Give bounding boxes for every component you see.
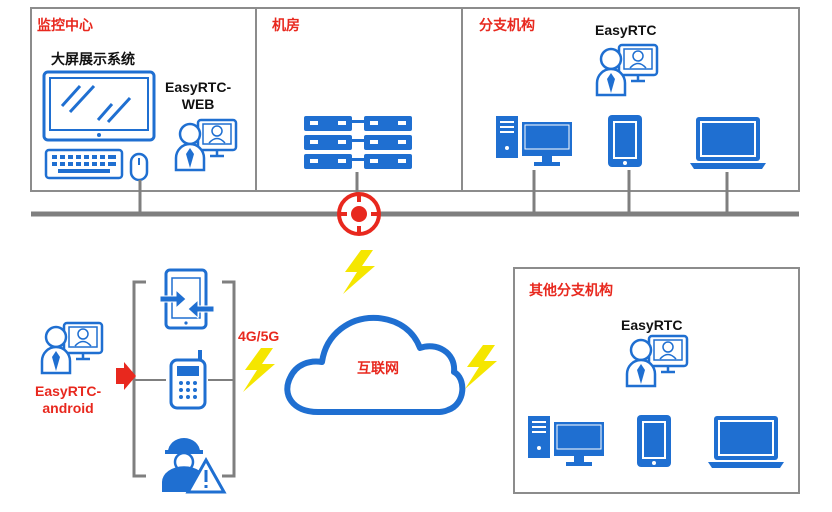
- person-monitor-icon-android: [40, 321, 104, 375]
- section-title-monitor-center: 监控中心: [37, 17, 93, 33]
- router-icon: [337, 192, 381, 236]
- section-title-branch: 分支机构: [479, 17, 535, 33]
- red-arrow-icon: [116, 362, 136, 390]
- big-screen-icon: [42, 70, 156, 142]
- mobile-bracket: [132, 280, 236, 478]
- internet-label: 互联网: [357, 360, 399, 376]
- easyrtc-web-label: EasyRTC- WEB: [165, 79, 232, 112]
- worker-warning-icon: [162, 438, 227, 494]
- lightning-bolt-left: [243, 348, 275, 392]
- cloud-icon: [284, 314, 466, 415]
- lightning-bolt-right: [465, 345, 497, 389]
- keyboard-icon: [44, 148, 124, 180]
- tablet-icon-branch: [608, 115, 642, 167]
- tablet-icon-other: [637, 415, 671, 467]
- mouse-icon: [129, 152, 149, 182]
- section-title-other-branch: 其他分支机构: [529, 282, 613, 298]
- big-screen-label: 大屏展示系统: [51, 51, 135, 67]
- walkie-talkie-icon: [169, 350, 207, 410]
- network-4g5g-label: 4G/5G: [238, 328, 280, 344]
- easyrtc-other-label: EasyRTC: [621, 317, 683, 333]
- easyrtc-android-label: EasyRTC- android: [35, 383, 102, 416]
- phone-transfer-icon: [159, 268, 215, 330]
- top-section-frame: [30, 7, 800, 192]
- section-title-machine-room: 机房: [272, 17, 300, 33]
- easyrtc-branch-label: EasyRTC: [595, 22, 657, 38]
- lightning-bolt-top: [343, 250, 375, 294]
- server-icon: [304, 116, 412, 169]
